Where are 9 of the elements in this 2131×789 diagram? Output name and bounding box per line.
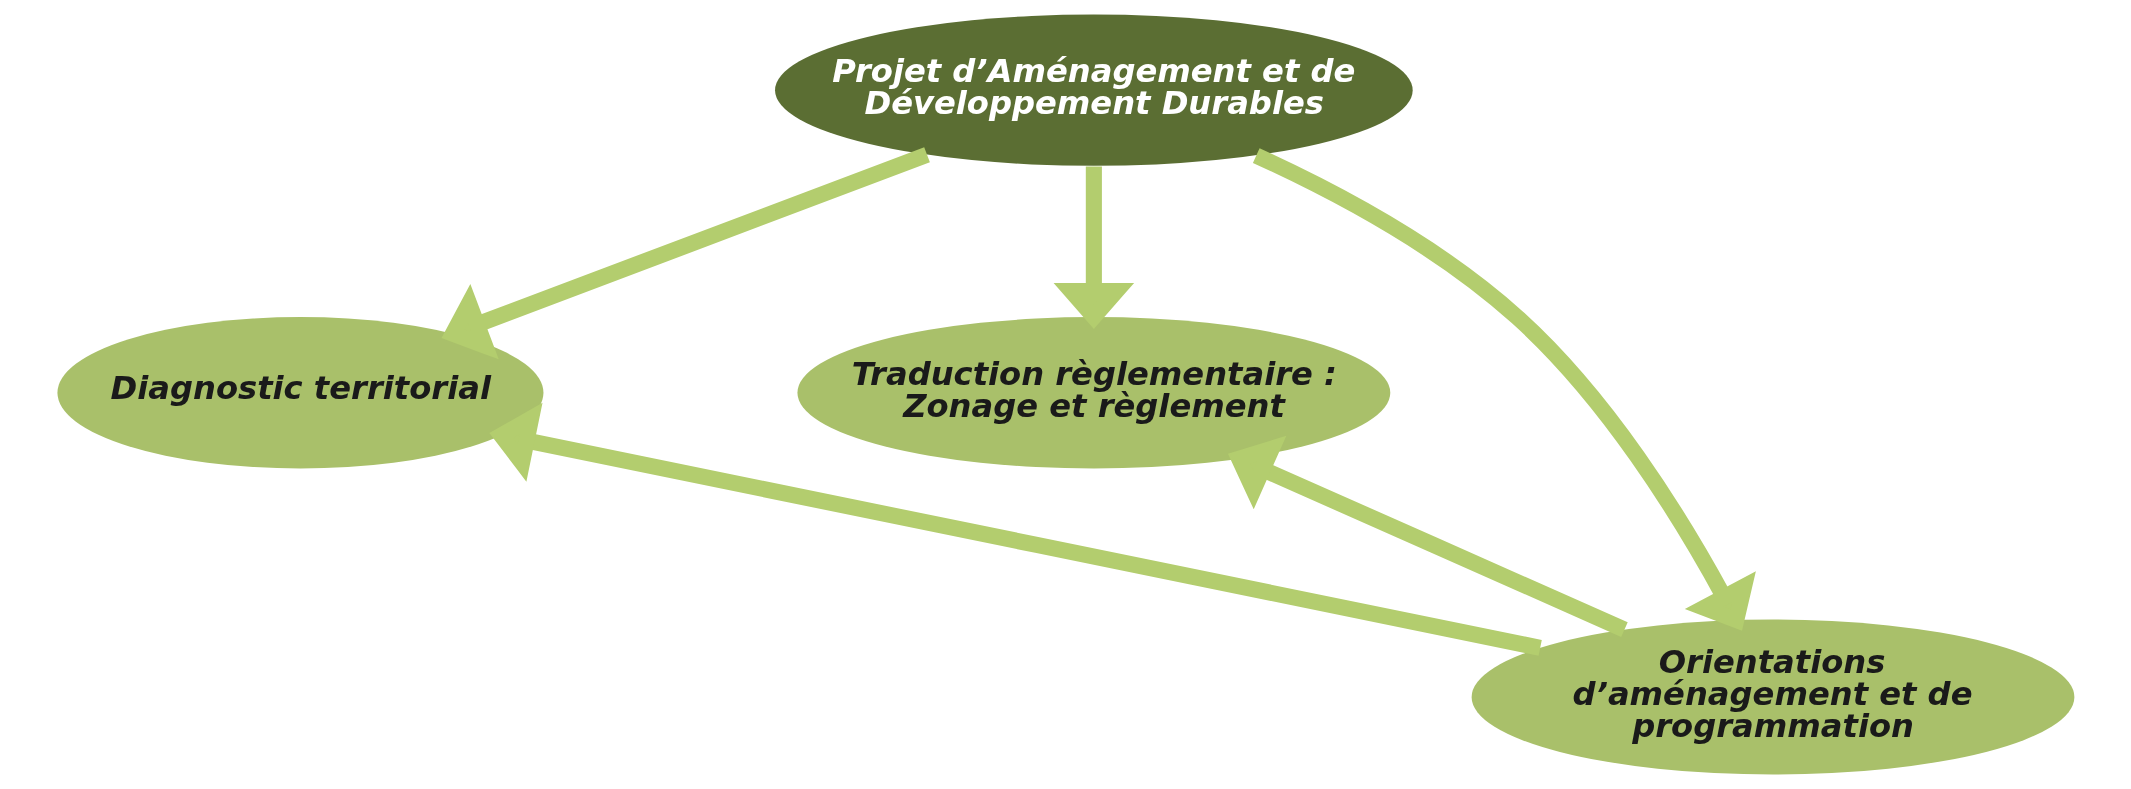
node-ellipse: Projet d’Aménagement et de Développement Durables: [774, 14, 1413, 166]
node-ellipse: Orientations d’aménagement et de programmation: [1471, 619, 2074, 775]
arrow: [1227, 435, 1628, 637]
arrow: [488, 402, 1542, 656]
arrow: [1252, 148, 1756, 631]
arrow: [441, 147, 930, 360]
node-ellipse: Traduction règlementaire : Zonage et règlement: [796, 317, 1390, 469]
node-ellipse: Diagnostic territorial: [56, 317, 543, 469]
arrow: [1053, 166, 1134, 330]
